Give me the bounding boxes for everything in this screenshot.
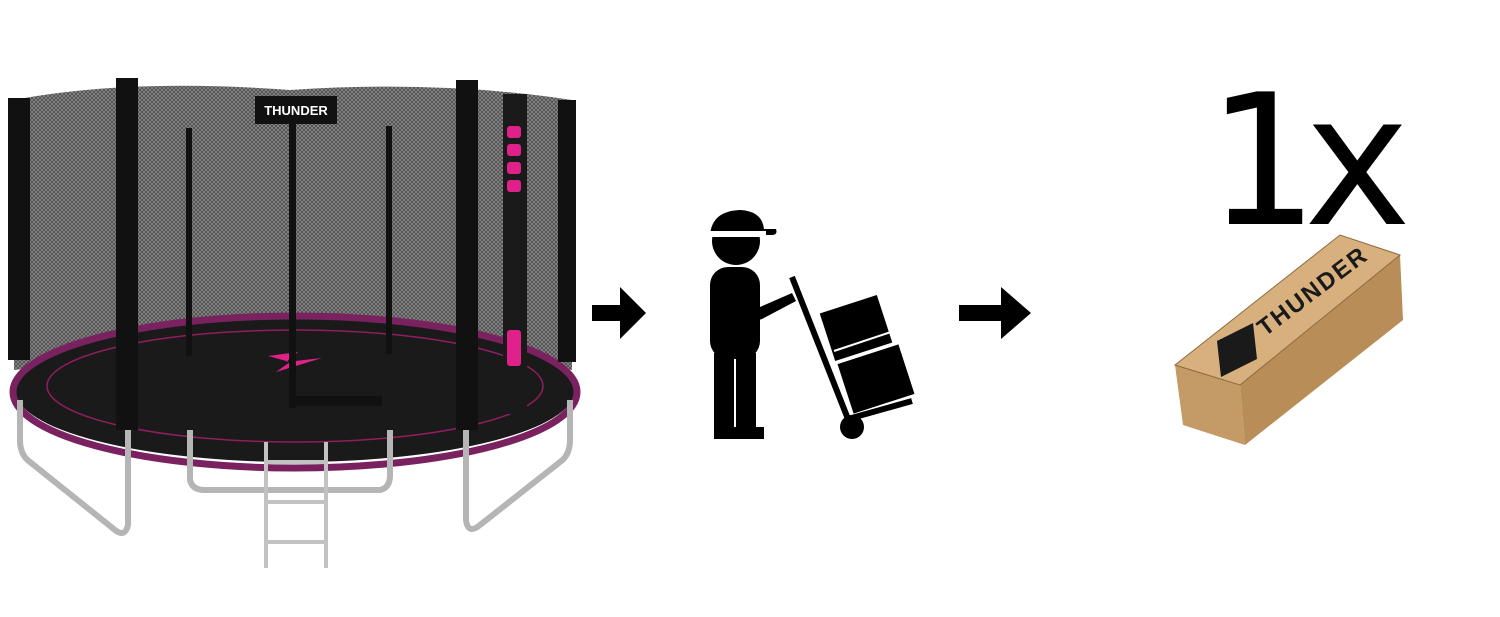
arrow-right-icon (959, 287, 1031, 339)
box-side (1240, 255, 1403, 445)
courier-head (712, 217, 760, 265)
box-label-patch (1217, 323, 1257, 377)
legs (17, 400, 573, 537)
cardboard-box-icon: THUNDER (1173, 234, 1403, 445)
package-quantity: 1x (1205, 70, 1412, 252)
arrow-right-icon (592, 287, 646, 339)
courier-with-hand-truck-icon (710, 210, 915, 439)
courier-body (710, 267, 760, 359)
net-logo-text: THUNDER (264, 103, 328, 118)
net-poles (8, 78, 576, 430)
net-logo-tag (255, 96, 337, 124)
box-front (1175, 365, 1245, 445)
brand-strip-icons (507, 126, 521, 366)
net-zipper (289, 120, 296, 408)
ladder (264, 442, 328, 568)
trampoline-icon: THUNDER (8, 78, 581, 568)
hand-truck (789, 275, 915, 439)
quantity-label: 1x (1205, 55, 1412, 267)
